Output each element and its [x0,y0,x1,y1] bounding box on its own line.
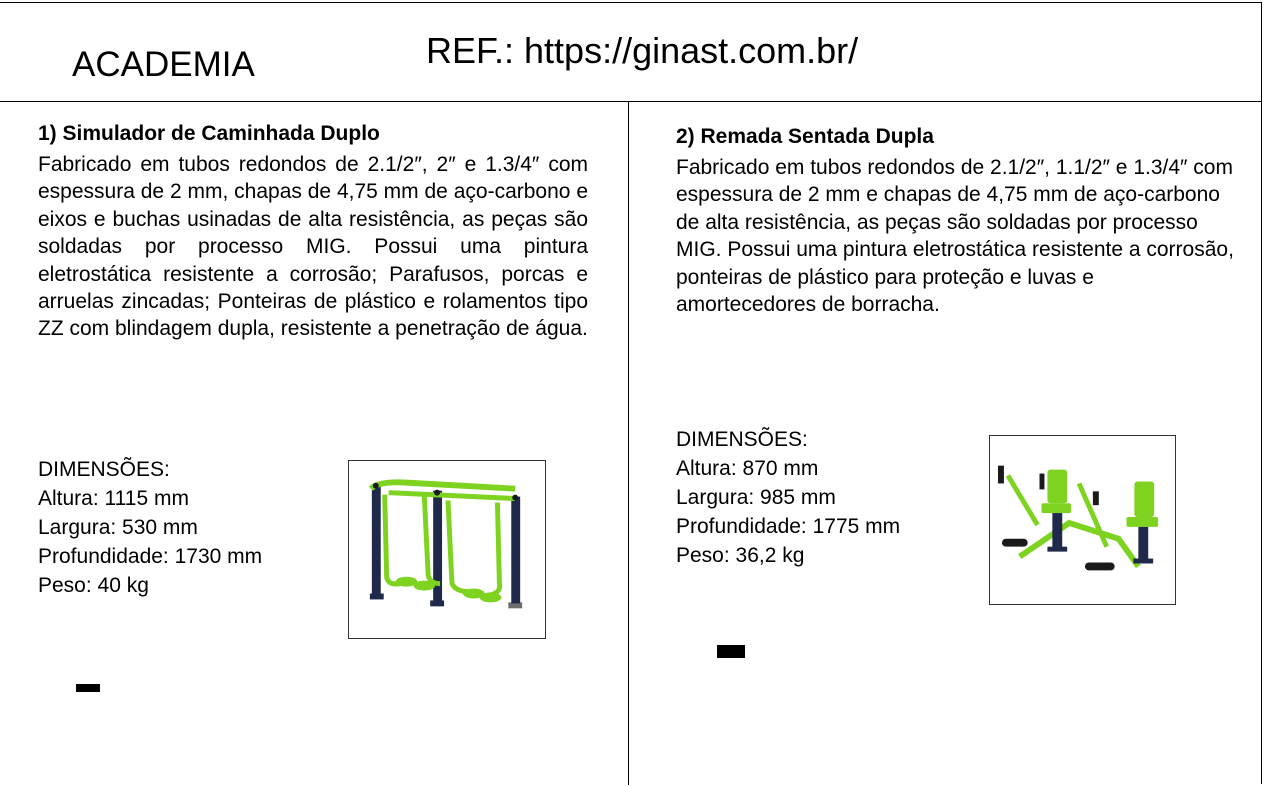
reference-link-text: REF.: https://ginast.com.br/ [426,30,859,71]
product-2-depth: Profundidade: 1775 mm [676,515,901,538]
product-1-dimensions: DIMENSÕES: Altura: 1115 mm Largura: 530 … [38,455,262,600]
product-2-width: Largura: 985 mm [676,486,836,509]
right-border [1261,2,1262,784]
product-1-width: Largura: 530 mm [38,516,198,539]
product-2-height: Altura: 870 mm [676,457,819,480]
black-mark [717,645,745,658]
product-1-dimensions-label: DIMENSÕES: [38,458,170,481]
product-2-dimensions-label: DIMENSÕES: [676,428,808,451]
product-2-heading: 2) Remada Sentada Dupla [676,125,934,148]
product-2-dimensions: DIMENSÕES: Altura: 870 mm Largura: 985 m… [676,425,900,570]
seated-row-illustration [998,465,1159,571]
product-1-image [348,460,546,639]
header-divider [0,101,1262,102]
product-1-depth: Profundidade: 1730 mm [38,545,263,568]
section-title: ACADEMIA [72,45,255,84]
top-border [0,2,1262,3]
product-1-weight: Peso: 40 kg [38,574,149,597]
column-divider [628,101,629,785]
product-1-height: Altura: 1115 mm [38,487,189,510]
product-1-description: Fabricado em tubos redondos de 2.1/2″, 2… [38,153,588,341]
product-2-weight: Peso: 36,2 kg [676,544,805,567]
product-1-heading: 1) Simulador de Caminhada Duplo [38,122,380,145]
walking-simulator-illustration [368,479,523,609]
product-2-description: Fabricado em tubos redondos de 2.1/2″, 1… [676,156,1234,317]
product-2-image [989,435,1176,605]
black-mark [76,684,100,692]
